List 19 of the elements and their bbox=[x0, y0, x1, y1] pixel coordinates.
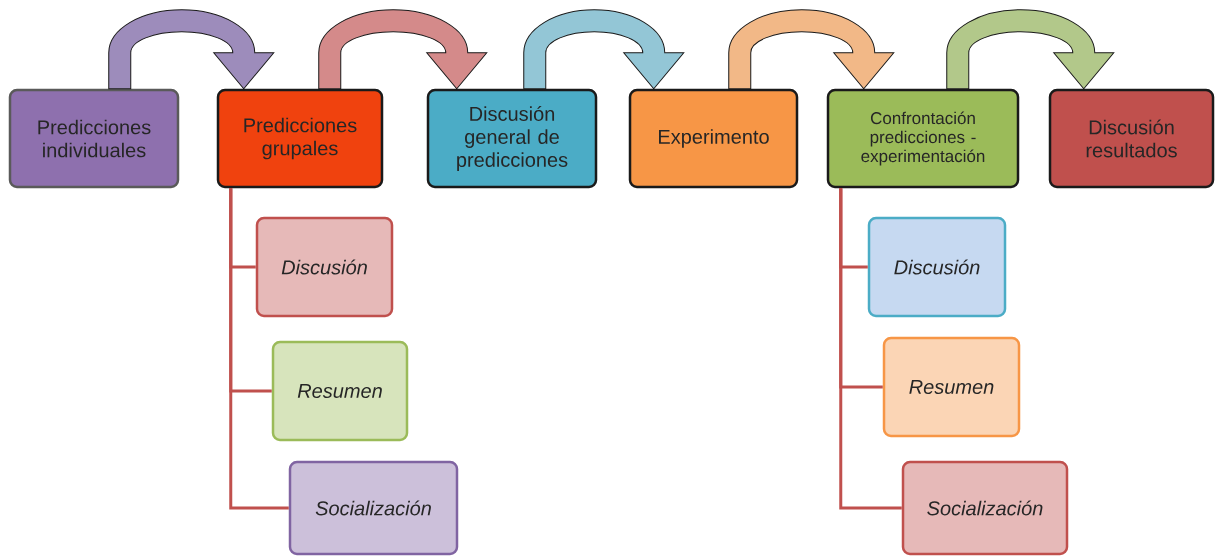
sub-step-box: Socialización bbox=[288, 460, 459, 556]
curved-arrow bbox=[946, 9, 1115, 90]
process-box: Experimento bbox=[628, 88, 799, 189]
process-box: Discusión general de predicciones bbox=[426, 88, 598, 189]
sub-step-box: Socialización bbox=[901, 460, 1069, 556]
curved-arrow bbox=[108, 9, 275, 90]
sub-step-box: Discusión bbox=[255, 216, 394, 318]
process-box: Confrontación predicciones - experimentación bbox=[826, 88, 1020, 189]
process-box: Predicciones individuales bbox=[8, 88, 180, 189]
curved-arrow bbox=[318, 9, 488, 90]
sub-step-box: Resumen bbox=[882, 336, 1021, 438]
sub-step-box: Resumen bbox=[271, 340, 409, 442]
connector-line bbox=[229, 188, 289, 510]
process-box: Predicciones grupales bbox=[216, 88, 384, 189]
connector-line bbox=[839, 188, 902, 510]
sub-step-box: Discusión bbox=[867, 216, 1007, 318]
process-box: Discusión resultados bbox=[1048, 88, 1215, 189]
curved-arrow bbox=[523, 9, 685, 90]
curved-arrow bbox=[728, 9, 895, 90]
